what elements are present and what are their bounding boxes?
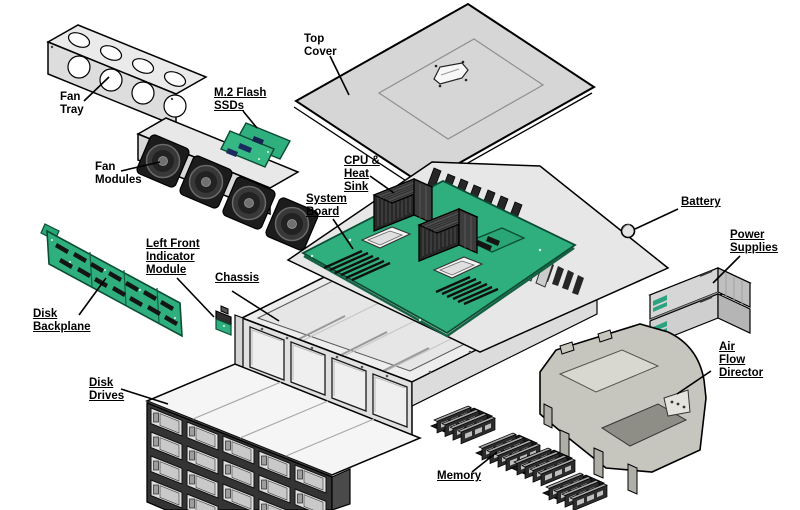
cover-latch (433, 60, 469, 88)
label-left-front-indicator-module[interactable]: Left Front Indicator Module (146, 238, 200, 276)
callout-lines (78, 55, 741, 473)
label-cpu-heat-sink[interactable]: CPU & Heat Sink (344, 155, 380, 193)
indicator-module-illustration (215, 305, 232, 336)
label-air-flow-director[interactable]: Air Flow Director (719, 341, 764, 379)
label-m2-flash-ssds[interactable]: M.2 Flash SSDs (214, 87, 267, 112)
label-system-board[interactable]: System Board (306, 193, 347, 218)
label-power-supplies[interactable]: Power Supplies (730, 229, 778, 254)
dimm-slots (323, 249, 499, 306)
fan-modules-illustration (134, 117, 321, 253)
system-board-illustration (286, 161, 670, 353)
label-chassis[interactable]: Chassis (215, 272, 260, 284)
label-disk-backplane[interactable]: Disk Backplane (33, 308, 91, 333)
cpu-heatsink-illustration (372, 177, 479, 262)
battery-illustration (620, 223, 636, 239)
m2-ssd-illustration (220, 122, 291, 168)
disk-backplane-illustration (40, 223, 183, 338)
label-disk-drives[interactable]: Disk Drives (89, 377, 125, 402)
label-memory[interactable]: Memory (437, 470, 482, 482)
label-battery[interactable]: Battery (681, 196, 721, 208)
disk-drives-illustration (145, 363, 422, 510)
label-fan-tray: Fan Tray (60, 91, 84, 116)
label-fan-modules: Fan Modules (95, 161, 142, 186)
air-flow-director-illustration (539, 323, 707, 495)
label-top-cover: Top Cover (304, 33, 337, 58)
